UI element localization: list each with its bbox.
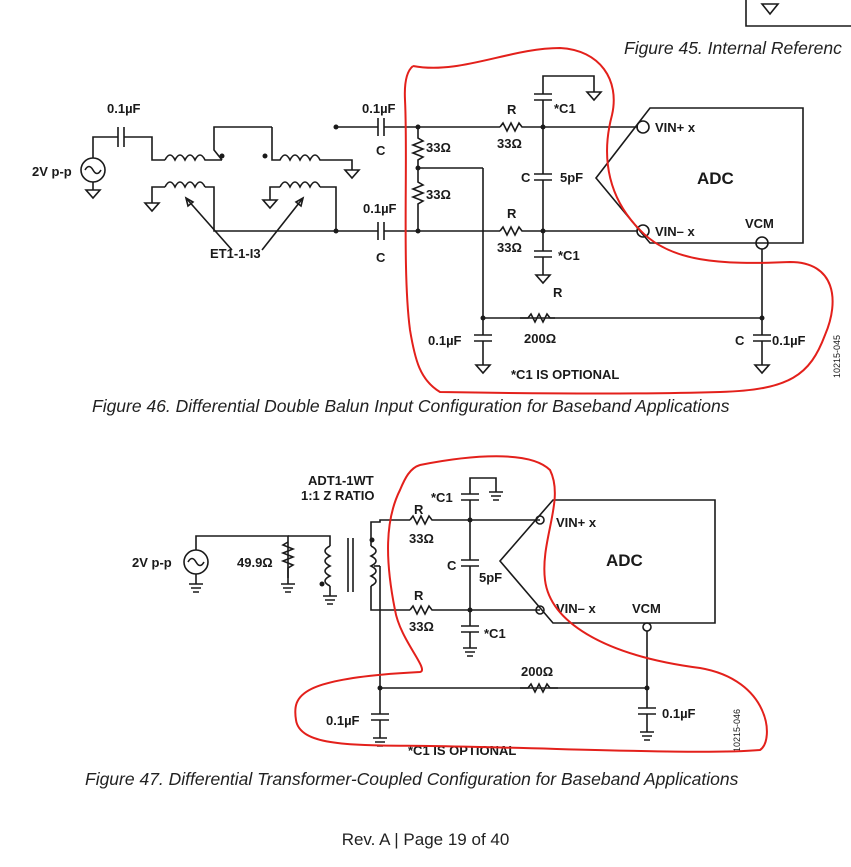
fig46-cap-in-label: 0.1µF bbox=[107, 101, 141, 116]
fig46-caption: Figure 46. Differential Double Balun Inp… bbox=[92, 396, 730, 416]
fig46-cap-bot-label: 0.1µF bbox=[363, 201, 397, 216]
fig46-res-vcm-label: 200Ω bbox=[524, 331, 556, 346]
fig47-code: 10215-046 bbox=[732, 709, 742, 752]
fig46-red-annotation bbox=[403, 46, 834, 395]
fig46-code: 10215-045 bbox=[832, 335, 842, 378]
fig46-c1-top-label: *C1 bbox=[554, 101, 576, 116]
fig46-res-top-label: 33Ω bbox=[497, 136, 522, 151]
fig47-res-vcm-label: 200Ω bbox=[521, 664, 553, 679]
fig47-vin-plus-label: VIN+ x bbox=[556, 515, 597, 530]
fig46-vin-plus-label: VIN+ x bbox=[655, 120, 696, 135]
fig47-xfmr-label: ADT1-1WT bbox=[308, 473, 374, 488]
fig46-c-right-label: C bbox=[735, 333, 745, 348]
fig47-cap-left-label: 0.1µF bbox=[326, 713, 360, 728]
fig47-res-top-label: 33Ω bbox=[409, 531, 434, 546]
fig47-cap-right-label: 0.1µF bbox=[662, 706, 696, 721]
fig46-note: *C1 IS OPTIONAL bbox=[511, 367, 619, 382]
fig47-caption: Figure 47. Differential Transformer-Coup… bbox=[85, 769, 739, 789]
fig46-balun-label: ET1-1-I3 bbox=[210, 246, 261, 261]
fig46-source-label: 2V p-p bbox=[32, 164, 72, 179]
fig47-adc-block bbox=[498, 499, 716, 624]
fig47-source-label: 2V p-p bbox=[132, 555, 172, 570]
fig46-labels: 2V p-p 0.1µF 0.1µF 0.1µF C C 33Ω 33Ω R 3… bbox=[32, 101, 842, 382]
fig47-circuit bbox=[183, 477, 716, 747]
fig47-adc-label: ADC bbox=[606, 551, 643, 570]
fig46-cap-left-label: 0.1µF bbox=[428, 333, 462, 348]
fig46-vcm-label: VCM bbox=[745, 216, 774, 231]
fig47-c-mid-label: C bbox=[447, 558, 457, 573]
fig47-vin-minus-label: VIN– x bbox=[556, 601, 597, 616]
fig47-r-bot-label: R bbox=[414, 588, 424, 603]
fig46-shunt-top-label: 33Ω bbox=[426, 140, 451, 155]
fig47-c1-bot-label: *C1 bbox=[484, 626, 506, 641]
page-footer: Rev. A | Page 19 of 40 bbox=[341, 830, 510, 849]
fig46-r-bot-label: R bbox=[507, 206, 517, 221]
fig46-cap-right-label: 0.1µF bbox=[772, 333, 806, 348]
fig47-res-bot-label: 33Ω bbox=[409, 619, 434, 634]
fig47-vcm-label: VCM bbox=[632, 601, 661, 616]
fig47-labels: ADT1-1WT 1:1 Z RATIO 2V p-p 49.9Ω *C1 R … bbox=[132, 473, 742, 758]
fig46-c-bot-label: C bbox=[376, 250, 386, 265]
fig46-c1-bot-label: *C1 bbox=[558, 248, 580, 263]
fig47-c1-top-label: *C1 bbox=[431, 490, 453, 505]
fig46-c-top-label: C bbox=[376, 143, 386, 158]
fig46-c-mid-label: C bbox=[521, 170, 531, 185]
fig46-cap-mid-label: 5pF bbox=[560, 170, 583, 185]
fig46-adc-block bbox=[594, 107, 804, 244]
fig46-r-top-label: R bbox=[507, 102, 517, 117]
fig46-gnd-r-label: R bbox=[553, 285, 563, 300]
fig45-caption: Figure 45. Internal Referenc bbox=[624, 38, 842, 58]
fig46-adc-label: ADC bbox=[697, 169, 734, 188]
fig46-circuit bbox=[80, 75, 804, 375]
fig47-red-annotation-left bbox=[294, 455, 768, 753]
fig47-ratio-label: 1:1 Z RATIO bbox=[301, 488, 374, 503]
fig46-shunt-bot-label: 33Ω bbox=[426, 187, 451, 202]
fig46-ground-icon bbox=[84, 189, 102, 200]
fig47-cap-mid-label: 5pF bbox=[479, 570, 502, 585]
fig47-r-top-label: R bbox=[414, 502, 424, 517]
fig46-res-bot-label: 33Ω bbox=[497, 240, 522, 255]
fig47-res-src-label: 49.9Ω bbox=[237, 555, 273, 570]
fig45-fragment bbox=[745, 0, 851, 27]
fig46-cap-top-label: 0.1µF bbox=[362, 101, 396, 116]
fig46-vin-minus-label: VIN– x bbox=[655, 224, 696, 239]
